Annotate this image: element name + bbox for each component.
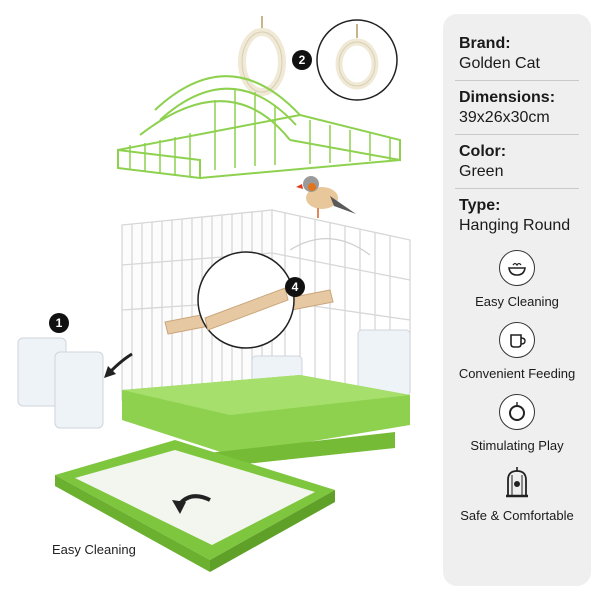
tray-caption: Easy Cleaning [52, 542, 136, 557]
ring-icon [499, 394, 535, 430]
feature-safe-comfortable: Safe & Comfortable [443, 466, 591, 523]
swing-ring [238, 16, 286, 96]
feature-label: Convenient Feeding [458, 366, 576, 381]
spec-label: Color: [459, 143, 507, 160]
cage-roof [117, 75, 401, 180]
spec-label: Dimensions: [459, 89, 556, 106]
feature-easy-cleaning: Easy Cleaning [443, 250, 591, 309]
bird-cage-icon [500, 466, 534, 500]
divider [455, 80, 579, 81]
feature-label: Safe & Comfortable [460, 508, 574, 523]
ring-detail [316, 19, 398, 101]
spec-color: Color: Green [459, 142, 577, 182]
callout-feeders: 1 [49, 313, 69, 333]
feature-label: Stimulating Play [470, 438, 564, 453]
spec-type: Type: Hanging Round [459, 196, 577, 236]
feature-label: Easy Cleaning [475, 294, 559, 309]
spec-brand: Brand: Golden Cat [459, 34, 577, 74]
spec-dimensions: Dimensions: 39x26x30cm [459, 88, 577, 128]
spec-label: Brand: [459, 35, 511, 52]
cup-icon [499, 322, 535, 358]
feature-stimulating-play: Stimulating Play [443, 394, 591, 453]
spec-value: 39x26x30cm [459, 109, 550, 126]
spec-value: Golden Cat [459, 55, 540, 72]
divider [455, 188, 579, 189]
spec-panel: Brand: Golden Cat Dimensions: 39x26x30cm… [443, 14, 591, 586]
spec-value: Hanging Round [459, 217, 571, 234]
divider [455, 134, 579, 135]
callout-perch: 4 [285, 277, 305, 297]
perch-detail [197, 251, 295, 349]
bowl-icon [499, 250, 535, 286]
product-illustration [17, 16, 411, 572]
feature-convenient-feeding: Convenient Feeding [443, 322, 591, 381]
detached-feeders [17, 337, 133, 429]
cage-base [122, 375, 410, 470]
finch-bird [296, 176, 356, 218]
spec-label: Type: [459, 197, 501, 214]
spec-value: Green [459, 163, 504, 180]
cleaning-tray [55, 440, 335, 572]
callout-ring: 2 [292, 50, 312, 70]
